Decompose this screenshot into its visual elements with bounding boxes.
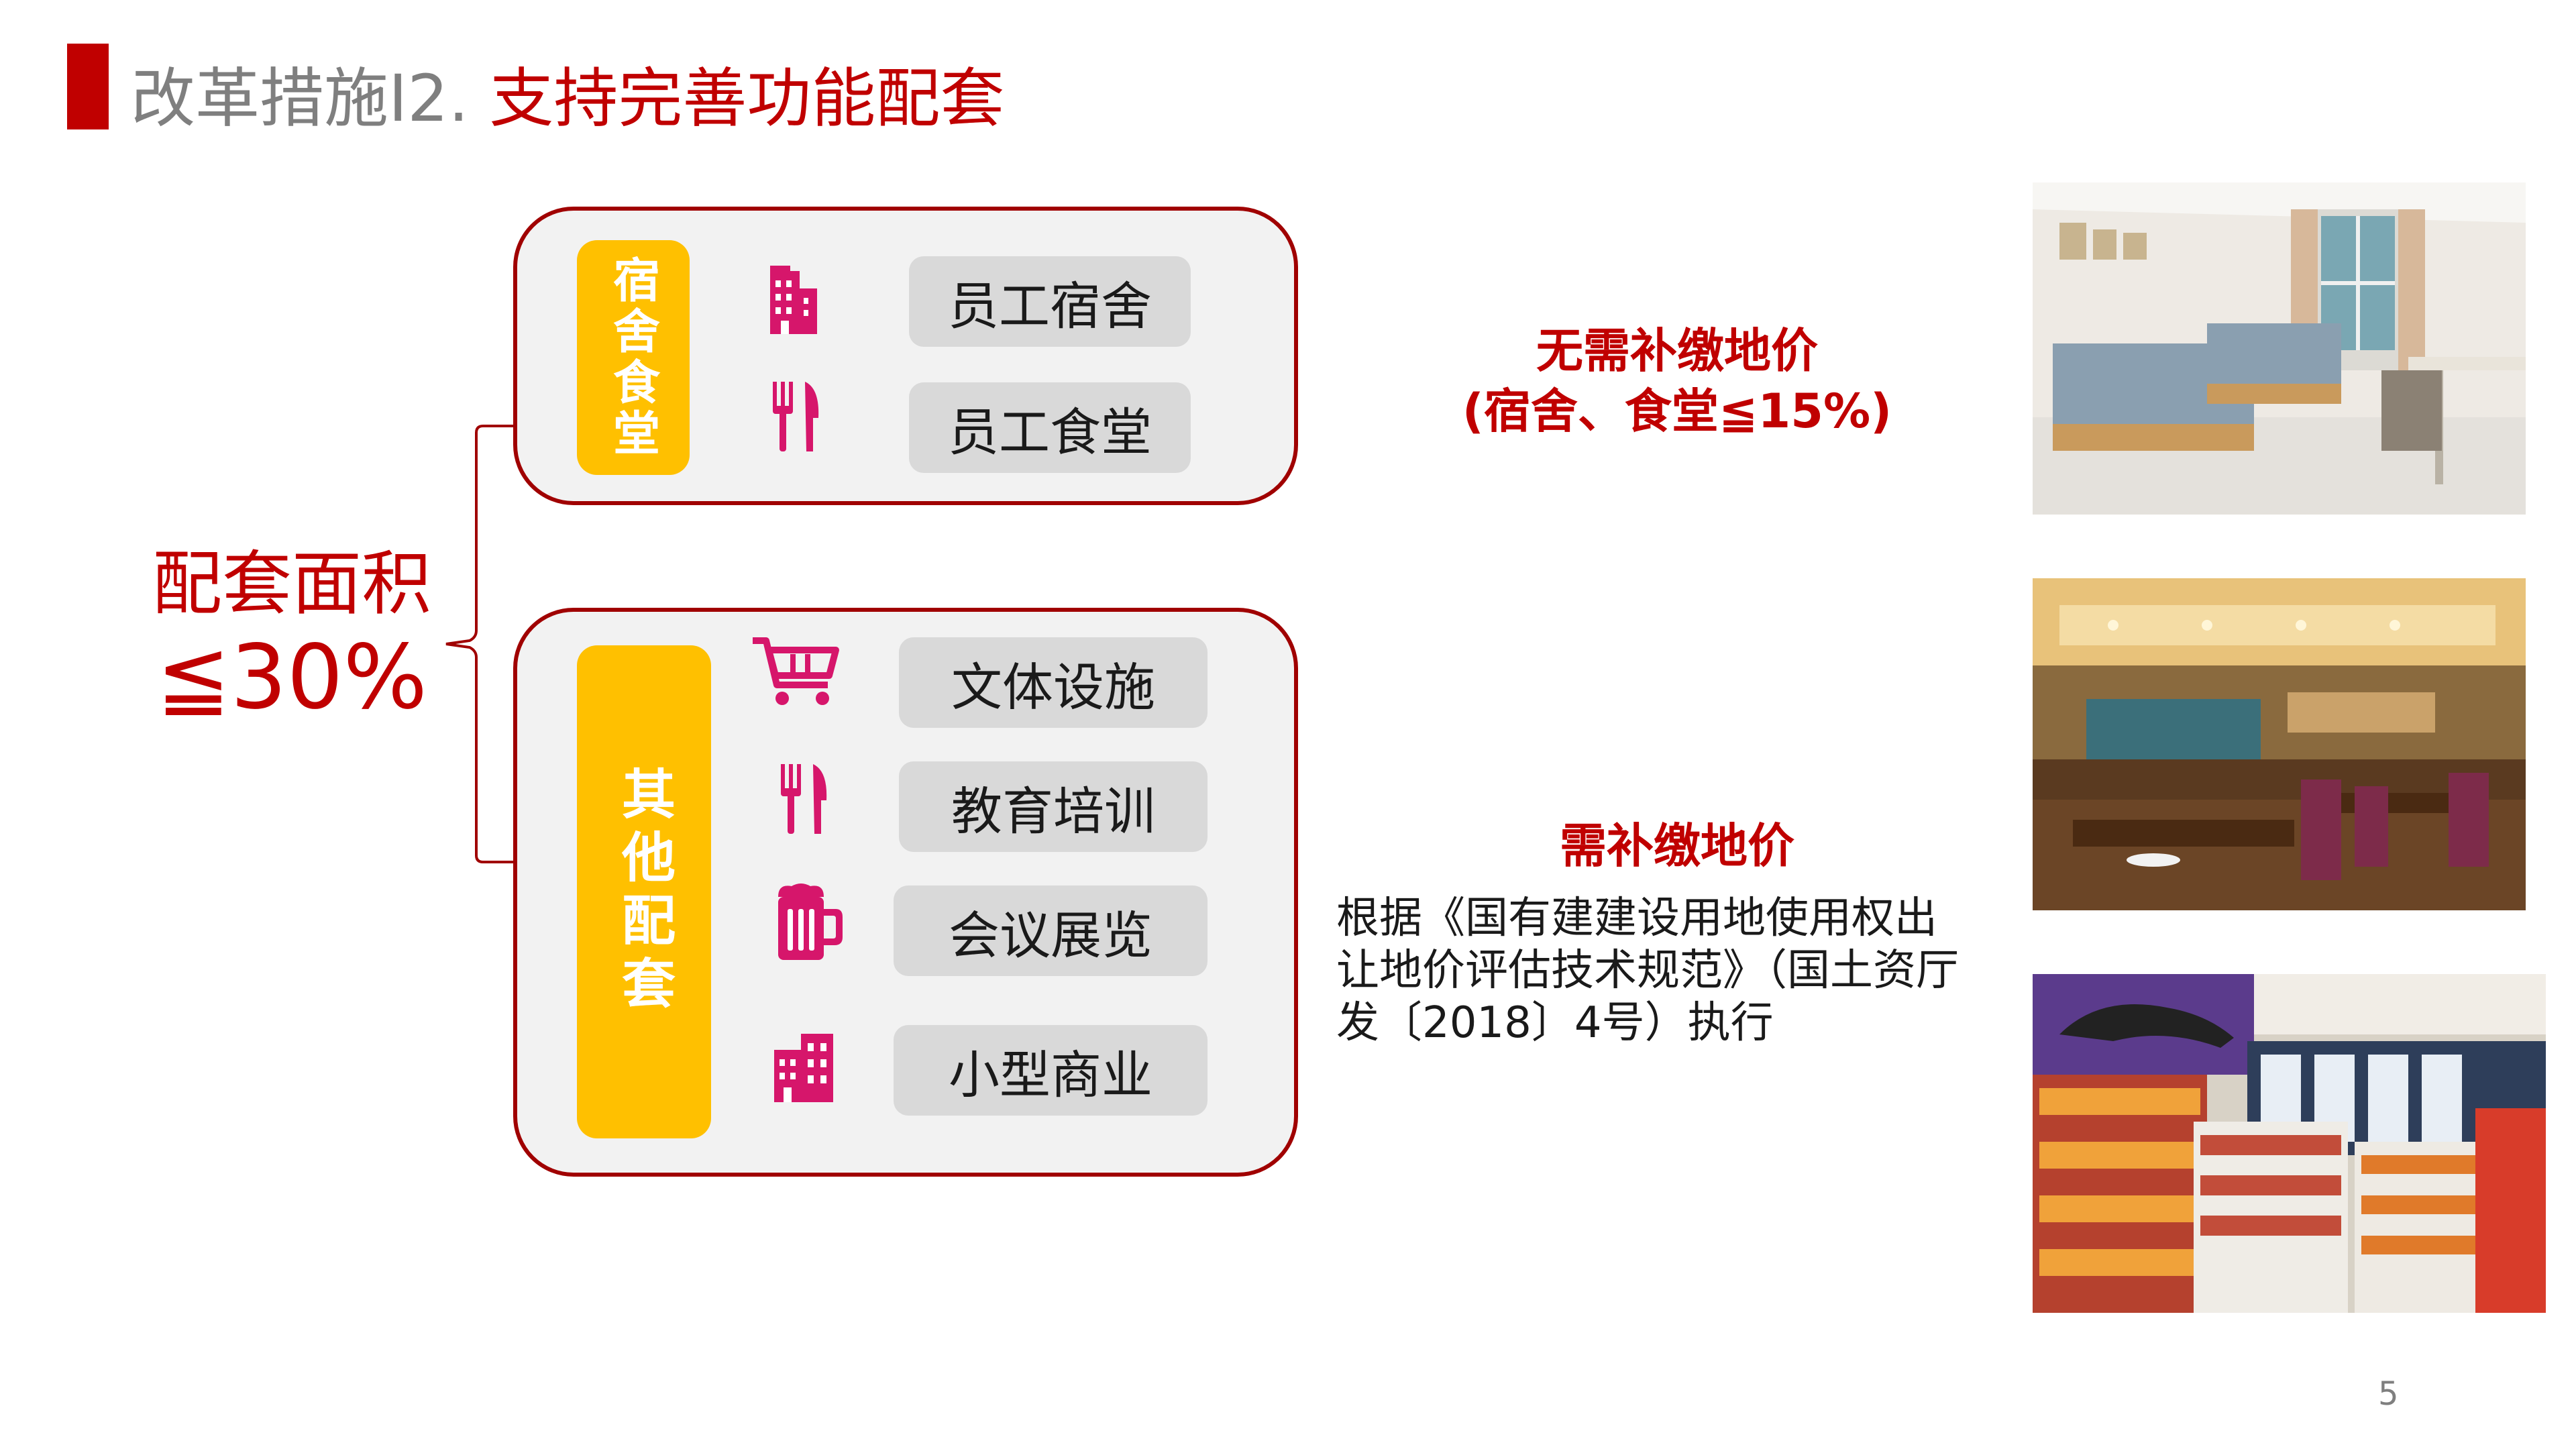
item-staff-canteen: 员工食堂 [909, 382, 1191, 473]
bracket-connector [445, 425, 515, 863]
page-number: 5 [2378, 1375, 2399, 1413]
fork-knife-icon [778, 761, 832, 835]
convenience-store-photo [2033, 974, 2546, 1313]
item-culture-sports: 文体设施 [899, 637, 1208, 728]
building-icon [765, 262, 821, 335]
beer-mug-icon [771, 882, 845, 963]
no-land-premium-title: 无需补缴地价 [1536, 323, 1818, 378]
shopping-cart-icon [750, 634, 841, 708]
title-main: 支持完善功能配套 [468, 61, 1005, 136]
item-education-training: 教育培训 [899, 761, 1208, 852]
item-small-commerce: 小型商业 [894, 1025, 1208, 1116]
land-premium-title: 需补缴地价 [1560, 818, 1794, 873]
title-prefix: 改革措施I2. [131, 61, 469, 136]
building-icon [771, 1030, 836, 1104]
summary-value: ≦30% [156, 626, 427, 729]
no-land-premium-condition: (宿舍、食堂≦15%) [1462, 384, 1892, 439]
summary-label: 配套面积 [152, 543, 431, 625]
page-title: 改革措施I2. 支持完善功能配套 [131, 48, 1004, 149]
fork-knife-icon [770, 379, 824, 453]
canteen-photo [2033, 578, 2526, 910]
category-dorm-canteen: 宿舍食堂 [577, 240, 690, 475]
category-other-facilities: 其他配套 [577, 645, 711, 1138]
dormitory-photo [2033, 182, 2526, 515]
area-summary: 配套面积 ≦30% [134, 540, 449, 728]
title-accent-bar [67, 44, 109, 129]
no-land-premium-note: 无需补缴地价 (宿舍、食堂≦15%) [1342, 321, 2012, 441]
item-conference-exhibition: 会议展览 [894, 885, 1208, 976]
item-staff-dormitory: 员工宿舍 [909, 256, 1191, 347]
land-premium-basis: 根据《国有建建设用地使用权出让地价评估技术规范》（国土资厅发〔2018〕4号）执… [1336, 894, 1959, 1048]
